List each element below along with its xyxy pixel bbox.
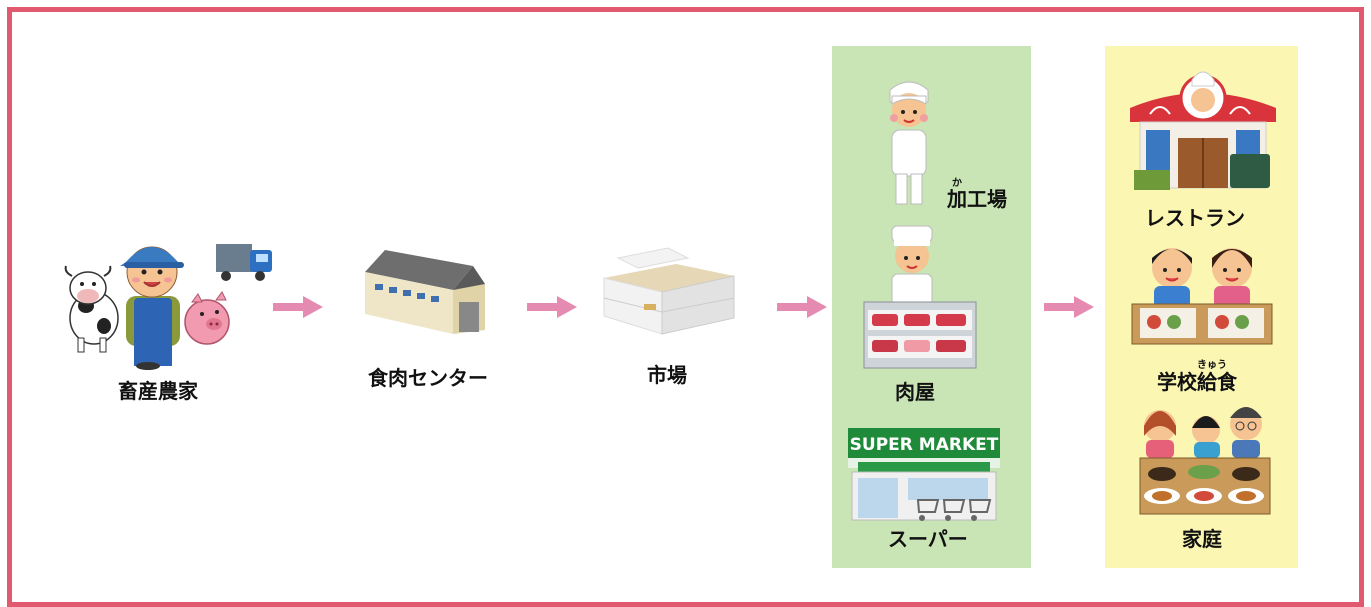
processing-label: 加工場 xyxy=(947,187,1007,211)
warehouse-icon xyxy=(365,250,485,334)
family-dinner-icon xyxy=(1139,407,1271,515)
school-lunch-label: 学校給食 xyxy=(1157,370,1237,394)
pig-icon xyxy=(184,291,230,345)
food-worker-icon xyxy=(889,81,929,205)
arrow-right-icon xyxy=(527,296,577,318)
home-label: 家庭 xyxy=(1182,527,1222,551)
butcher-label: 肉屋 xyxy=(895,380,935,404)
farmer-icon xyxy=(120,246,184,370)
farmer-with-livestock-icon xyxy=(64,244,272,370)
market-label: 市場 xyxy=(647,363,687,387)
supermarket-icon: SUPER MARKET xyxy=(848,428,1000,521)
arrow-right-icon xyxy=(273,296,323,318)
arrow-right-icon xyxy=(1044,296,1094,318)
supermarket-sign: SUPER MARKET xyxy=(850,435,999,455)
market-building-icon xyxy=(603,247,735,335)
farmer-label: 畜産農家 xyxy=(118,379,198,403)
processing-ruby: か xyxy=(952,178,962,189)
school-lunch-ruby: きゅう xyxy=(1197,360,1227,371)
arrow-right-icon xyxy=(777,296,827,318)
cow-icon xyxy=(64,265,119,353)
restaurant-icon xyxy=(1130,71,1276,190)
school-lunch-icon xyxy=(1131,248,1273,345)
butcher-shop-icon xyxy=(863,225,977,369)
meat-center-label: 食肉センター xyxy=(368,366,488,390)
restaurant-label: レストラン xyxy=(1145,206,1245,230)
supermarket-label: スーパー xyxy=(888,527,968,551)
truck-icon xyxy=(216,244,272,281)
